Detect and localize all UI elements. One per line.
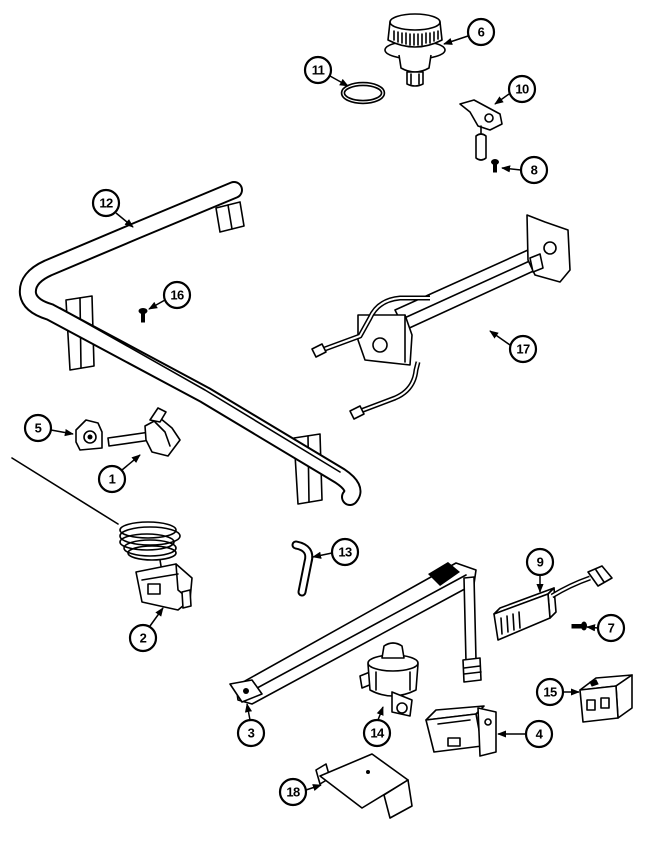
leader-line <box>376 706 384 721</box>
callout-circle <box>519 155 549 185</box>
callout-circle <box>236 718 266 748</box>
leader-line <box>305 784 322 791</box>
callout-number: 9 <box>537 555 544 570</box>
callout-circle <box>97 464 127 494</box>
leader-line <box>50 429 74 437</box>
callout-number: 18 <box>286 785 300 800</box>
callout-12: 12 <box>91 188 134 228</box>
callout-16: 16 <box>148 280 192 310</box>
callout-7: 7 <box>586 613 626 643</box>
callout-number: 3 <box>248 726 255 741</box>
callout-number: 16 <box>170 288 184 303</box>
part-7-drawing <box>571 621 587 631</box>
callout-number: 5 <box>35 421 42 436</box>
callout-circle <box>508 334 538 364</box>
part-2-drawing <box>11 457 193 611</box>
callout-13: 13 <box>312 537 360 567</box>
part-15-drawing <box>579 674 633 723</box>
callout-circle <box>91 188 121 218</box>
callout-circle <box>128 623 158 653</box>
part-14-drawing <box>359 642 419 717</box>
callout-number: 15 <box>543 685 557 700</box>
leader-line <box>489 330 511 346</box>
leader-line <box>115 212 134 228</box>
callout-number: 14 <box>370 726 385 741</box>
callout-9: 9 <box>525 547 555 593</box>
leader-line <box>121 454 141 471</box>
callout-2: 2 <box>128 607 164 653</box>
callout-4: 4 <box>497 719 554 749</box>
callout-14: 14 <box>362 706 392 748</box>
callout-circle <box>303 55 333 85</box>
callout-number: 2 <box>140 631 147 646</box>
callout-8: 8 <box>501 155 549 185</box>
callout-circle <box>535 677 565 707</box>
callout-1: 1 <box>97 454 141 494</box>
leader-line <box>149 607 164 627</box>
callout-circle <box>23 413 53 443</box>
callout-6: 6 <box>443 17 496 47</box>
callout-circle <box>466 17 496 47</box>
callout-circle <box>525 547 555 577</box>
part-17-drawing <box>311 214 571 420</box>
callout-number: 4 <box>536 727 544 742</box>
callout-circle <box>278 777 308 807</box>
part-6-drawing <box>384 13 446 87</box>
callout-number: 1 <box>109 472 116 487</box>
callout-circle <box>507 74 537 104</box>
leader-line <box>443 35 469 45</box>
callout-number: 10 <box>515 82 529 97</box>
callout-18: 18 <box>278 777 322 807</box>
callout-11: 11 <box>303 55 349 87</box>
leader-line <box>586 624 599 632</box>
callout-number: 12 <box>99 196 113 211</box>
part-16-drawing <box>138 308 148 323</box>
leader-line <box>244 703 253 721</box>
callout-number: 7 <box>608 621 615 636</box>
callout-3: 3 <box>236 703 266 748</box>
part-4-drawing <box>425 705 497 757</box>
part-13-drawing <box>291 540 314 597</box>
part-3-drawing <box>229 562 482 705</box>
part-18-drawing <box>315 753 413 819</box>
callout-10: 10 <box>494 74 537 105</box>
callout-circle <box>330 537 360 567</box>
leader-line <box>501 165 522 173</box>
callout-circle <box>162 280 192 310</box>
callout-number: 13 <box>338 545 352 560</box>
callout-number: 17 <box>516 342 530 357</box>
callout-5: 5 <box>23 413 74 443</box>
callout-number: 8 <box>531 163 538 178</box>
part-5-drawing <box>75 419 103 451</box>
callout-number: 6 <box>478 25 485 40</box>
callout-circle <box>362 718 392 748</box>
callout-circle <box>524 719 554 749</box>
part-1-drawing <box>107 407 181 457</box>
part-12-drawing <box>18 181 362 506</box>
part-9-drawing <box>493 565 613 641</box>
part-10-drawing <box>459 99 503 161</box>
callout-17: 17 <box>489 330 538 364</box>
callout-15: 15 <box>535 677 580 707</box>
leader-line <box>329 75 349 87</box>
leader-line <box>148 299 166 310</box>
part-8-drawing <box>491 159 499 173</box>
callout-number: 11 <box>312 63 325 78</box>
leader-line <box>494 93 510 105</box>
leader-line <box>312 551 333 559</box>
part-11-drawing <box>340 81 386 105</box>
callout-circle <box>596 613 626 643</box>
